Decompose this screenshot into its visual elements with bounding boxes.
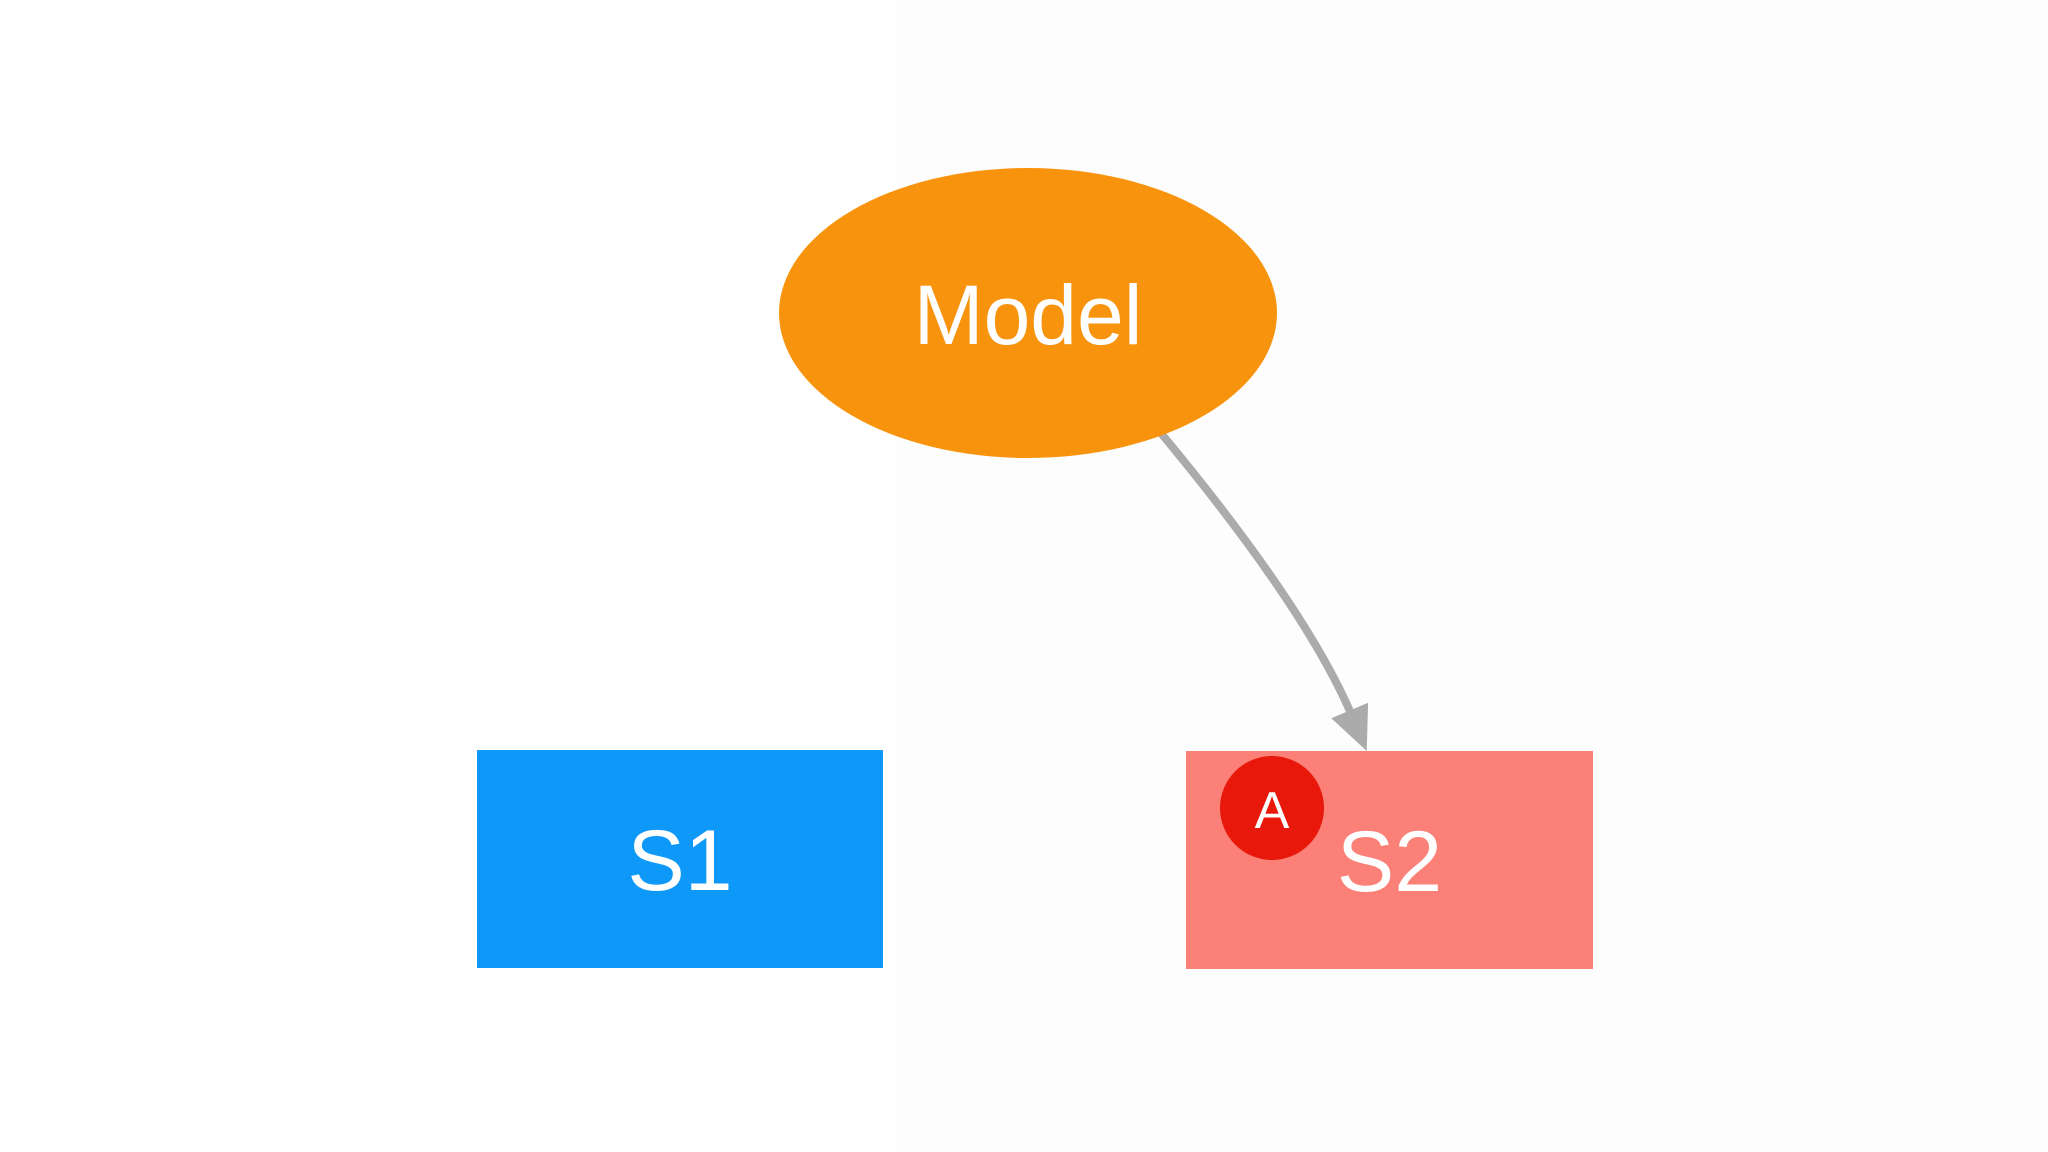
annotation-badge-label: A <box>1254 782 1290 840</box>
node-model-label: Model <box>913 268 1143 362</box>
node-s2[interactable]: A S2 <box>1186 751 1593 969</box>
node-s2-label: S2 <box>1336 814 1443 910</box>
node-model[interactable]: Model <box>779 168 1277 458</box>
node-s1[interactable]: S1 <box>477 750 883 968</box>
annotation-badge[interactable]: A <box>1220 756 1324 860</box>
edge-model-to-s2[interactable] <box>1156 429 1369 752</box>
node-s1-label: S1 <box>627 813 733 909</box>
